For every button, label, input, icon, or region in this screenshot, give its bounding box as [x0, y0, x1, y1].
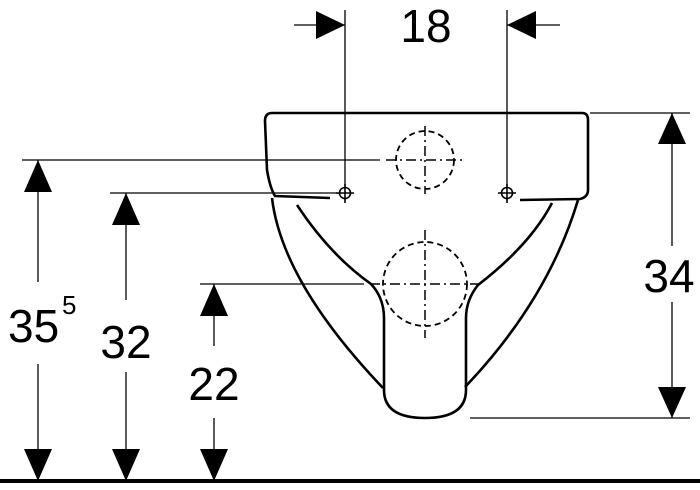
dimension-label-35-superscript: 5 [62, 290, 76, 320]
arrow-down-icon [658, 387, 686, 418]
dimension-label-22: 22 [188, 358, 239, 410]
dimension-label-35: 35 [8, 300, 59, 352]
bowl-right-outer [464, 199, 580, 388]
toilet-bowl [263, 111, 590, 420]
dimension-label-18: 18 [400, 0, 451, 52]
dimension-35-5: 35 5 [8, 160, 76, 481]
bowl-left-outer [270, 197, 384, 389]
bowl-left-inner [295, 202, 554, 420]
arrow-up-icon [112, 193, 140, 225]
dimension-label-34: 34 [643, 250, 694, 302]
dimension-18: 18 [294, 0, 560, 52]
arrow-down-icon [200, 449, 228, 481]
arrow-left-icon [507, 11, 536, 39]
arrow-down-icon [24, 449, 52, 481]
arrow-up-icon [200, 284, 228, 316]
arrow-right-icon [316, 11, 345, 39]
dimension-label-32: 32 [100, 316, 151, 368]
arrow-up-icon [658, 113, 686, 144]
extension-lines [22, 10, 690, 419]
dimension-32: 32 [100, 193, 152, 481]
arrow-up-icon [24, 160, 52, 192]
bowl-rim-outline [263, 111, 590, 202]
dimension-34: 34 [643, 113, 695, 418]
dimension-22: 22 [188, 284, 240, 481]
arrow-down-icon [112, 449, 140, 481]
center-crosses [370, 126, 480, 338]
mounting-bolts [336, 184, 516, 203]
